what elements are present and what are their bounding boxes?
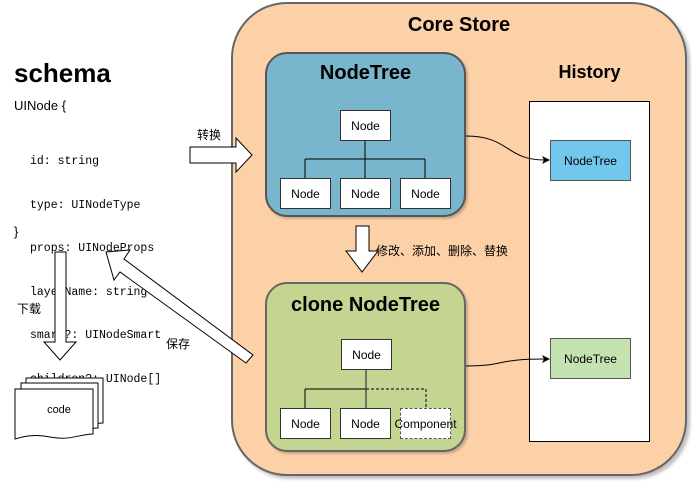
convert-arrow-icon (189, 136, 253, 174)
history-title: History (558, 62, 621, 82)
schema-close: } (14, 224, 19, 239)
schema-field: type: UINodeType (30, 198, 141, 212)
modify-label: 修改、添加、删除、替换 (376, 244, 509, 258)
clone-child-node: Node (280, 408, 331, 439)
schema-field: id: string (30, 155, 100, 168)
clone-nodetree-title: clone NodeTree (291, 294, 440, 316)
clone-root-node: Node (341, 339, 392, 370)
arrowhead-icon (542, 355, 550, 363)
nodetree-title: NodeTree (319, 62, 412, 84)
clone-child-node: Node (340, 408, 391, 439)
nodetree-child-node: Node (400, 178, 451, 209)
nodetree-child-node: Node (340, 178, 391, 209)
schema-title: schema (14, 58, 111, 88)
code-document-icon (14, 377, 104, 440)
clone-to-history-arrow (465, 358, 546, 367)
save-label: 保存 (166, 337, 191, 351)
save-arrow-icon (105, 249, 254, 364)
history-item-nodetree: NodeTree (550, 140, 631, 181)
nodetree-child-node: Node (280, 178, 331, 209)
clone-connectors (304, 370, 427, 408)
download-label: 下载 (17, 302, 42, 316)
modify-arrow-icon (344, 225, 380, 273)
history-item-clone-nodetree: NodeTree (550, 338, 631, 379)
core-store-title: Core Store (407, 14, 511, 36)
nodetree-connectors (304, 141, 426, 178)
nodetree-root-node: Node (340, 110, 391, 141)
component-node: Component (394, 408, 457, 439)
schema-open: UINode { (14, 98, 67, 113)
arrowhead-icon (542, 156, 550, 164)
nodetree-to-history-arrow (465, 135, 546, 161)
convert-label: 转换 (197, 128, 222, 142)
download-arrow-icon (42, 251, 78, 361)
code-label: code (47, 404, 71, 416)
